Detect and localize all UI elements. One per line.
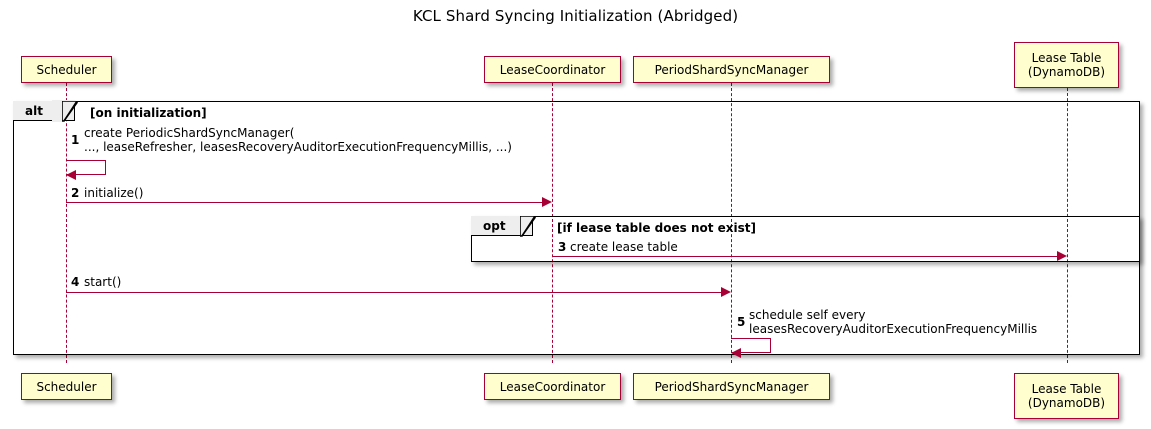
participant-label: Lease Table (DynamoDB) — [1027, 51, 1106, 79]
message-4-label: start() — [84, 275, 122, 289]
message-2-arrowhead — [542, 197, 552, 207]
opt-frame-operator-tab: opt — [471, 216, 533, 236]
opt-frame-notch-icon — [520, 216, 536, 237]
message-3-sequence-number: 3 — [558, 240, 567, 254]
lifeline-lease-coordinator — [552, 83, 553, 363]
message-5-sequence-number: 5 — [737, 315, 746, 329]
participant-lease-table-bottom[interactable]: Lease Table (DynamoDB) — [1014, 373, 1119, 419]
participant-lease-coordinator-top[interactable]: LeaseCoordinator — [484, 56, 621, 83]
message-2-line — [66, 202, 543, 203]
message-5-arrowhead — [731, 348, 741, 358]
participant-scheduler-bottom[interactable]: Scheduler — [21, 373, 112, 400]
alt-frame-notch-icon — [62, 101, 78, 122]
participant-label: Scheduler — [36, 379, 97, 394]
participant-lease-coordinator-bottom[interactable]: LeaseCoordinator — [484, 373, 621, 400]
message-1-sequence-number: 1 — [71, 133, 80, 147]
participant-label: LeaseCoordinator — [499, 379, 606, 394]
participant-scheduler-top[interactable]: Scheduler — [21, 56, 112, 83]
participant-lease-table-top[interactable]: Lease Table (DynamoDB) — [1014, 42, 1119, 88]
lifeline-scheduler — [66, 83, 67, 363]
opt-operator-label: opt — [483, 218, 506, 233]
participant-label: PeriodShardSyncManager — [654, 379, 809, 394]
message-1-self-call-box — [66, 160, 106, 175]
message-4-arrowhead — [721, 287, 731, 297]
alt-operator-label: alt — [25, 103, 43, 118]
participant-period-shard-sync-manager-top[interactable]: PeriodShardSyncManager — [633, 56, 830, 83]
alt-frame-guard: [on initialization] — [90, 106, 207, 120]
participant-label: PeriodShardSyncManager — [654, 62, 809, 77]
participant-period-shard-sync-manager-bottom[interactable]: PeriodShardSyncManager — [633, 373, 830, 400]
message-2-label: initialize() — [84, 186, 144, 200]
message-4-line — [66, 292, 722, 293]
alt-frame-operator-tab: alt — [13, 100, 76, 122]
message-3-label: create lease table — [570, 240, 678, 254]
participant-label: Lease Table (DynamoDB) — [1027, 382, 1106, 410]
participant-label: LeaseCoordinator — [499, 62, 606, 77]
diagram-title: KCL Shard Syncing Initialization (Abridg… — [412, 7, 739, 25]
message-5-label: schedule self every leasesRecoveryAudito… — [749, 308, 1038, 336]
lifeline-period-shard-sync-manager — [731, 83, 732, 363]
message-2-sequence-number: 2 — [71, 186, 80, 200]
opt-frame — [471, 216, 1140, 262]
participant-label: Scheduler — [36, 62, 97, 77]
message-1-arrowhead — [66, 170, 76, 180]
message-3-arrowhead — [1057, 251, 1067, 261]
message-1-label: create PeriodicShardSyncManager( ..., le… — [84, 126, 512, 154]
message-4-sequence-number: 4 — [71, 275, 80, 289]
message-3-line — [552, 256, 1058, 257]
message-5-self-call-box — [731, 338, 771, 353]
lifeline-lease-table — [1067, 88, 1068, 363]
opt-frame-guard: [if lease table does not exist] — [557, 221, 757, 235]
